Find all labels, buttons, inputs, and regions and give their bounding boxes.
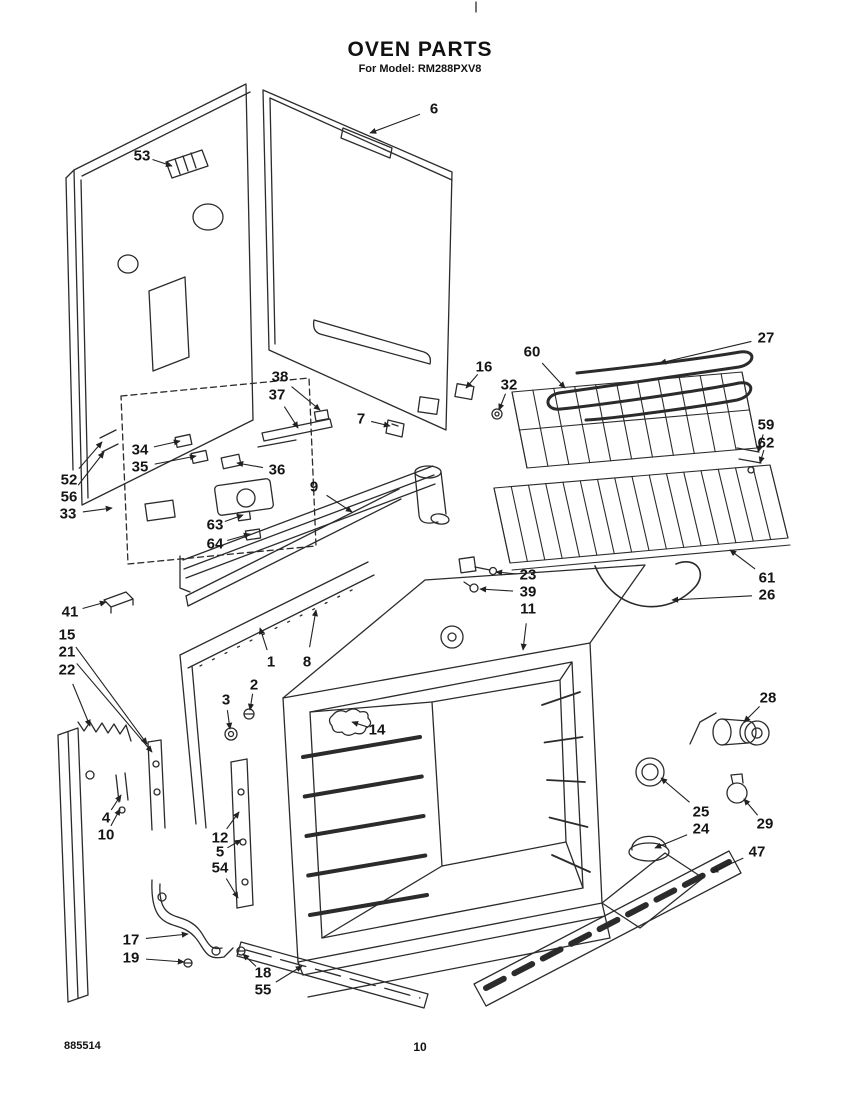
front-bottom-trim <box>236 941 429 1009</box>
thermostat-detail-box <box>120 377 317 565</box>
latch-bracket <box>103 591 134 614</box>
hinge-screw-left <box>183 958 193 968</box>
model-subtitle: For Model: RM288PXV8 <box>358 63 482 75</box>
grommet <box>491 408 503 420</box>
terminal-block <box>165 149 209 179</box>
rack-supports <box>541 691 591 873</box>
callout-leader-lines <box>72 113 765 983</box>
screw-round-head <box>243 708 255 720</box>
page-title: OVEN PARTS <box>347 38 493 61</box>
light-socket <box>689 712 770 746</box>
vent-duct <box>414 465 450 525</box>
document-number: 885514 <box>64 1040 101 1052</box>
grommet-small <box>224 727 238 741</box>
cavity-louvers <box>301 735 429 917</box>
broil-element <box>546 350 754 422</box>
oven-rail <box>185 488 402 607</box>
broil-grid <box>511 371 758 469</box>
oven-cavity <box>282 564 646 998</box>
rear-slotted-trim <box>473 850 742 1007</box>
light-bulb <box>726 773 748 804</box>
oven-sensor <box>458 556 498 593</box>
hinge-screw-right <box>236 946 246 956</box>
small-bracket <box>454 383 475 401</box>
thermostat-parts <box>144 409 333 541</box>
hinge-channel <box>230 758 254 909</box>
page-number: 10 <box>413 1040 427 1054</box>
oven-rack <box>493 464 791 608</box>
front-side-bracket <box>115 772 129 814</box>
door-spring <box>77 721 132 780</box>
hinge-bracket <box>147 739 166 831</box>
left-side-trim <box>57 727 89 1003</box>
side-panel <box>262 89 453 431</box>
clip-part <box>385 419 405 438</box>
front-frame <box>179 465 436 829</box>
light-lens <box>635 757 665 787</box>
element-support-bracket <box>736 447 762 474</box>
hinge-arm <box>151 879 234 959</box>
rear-panel <box>65 83 254 506</box>
